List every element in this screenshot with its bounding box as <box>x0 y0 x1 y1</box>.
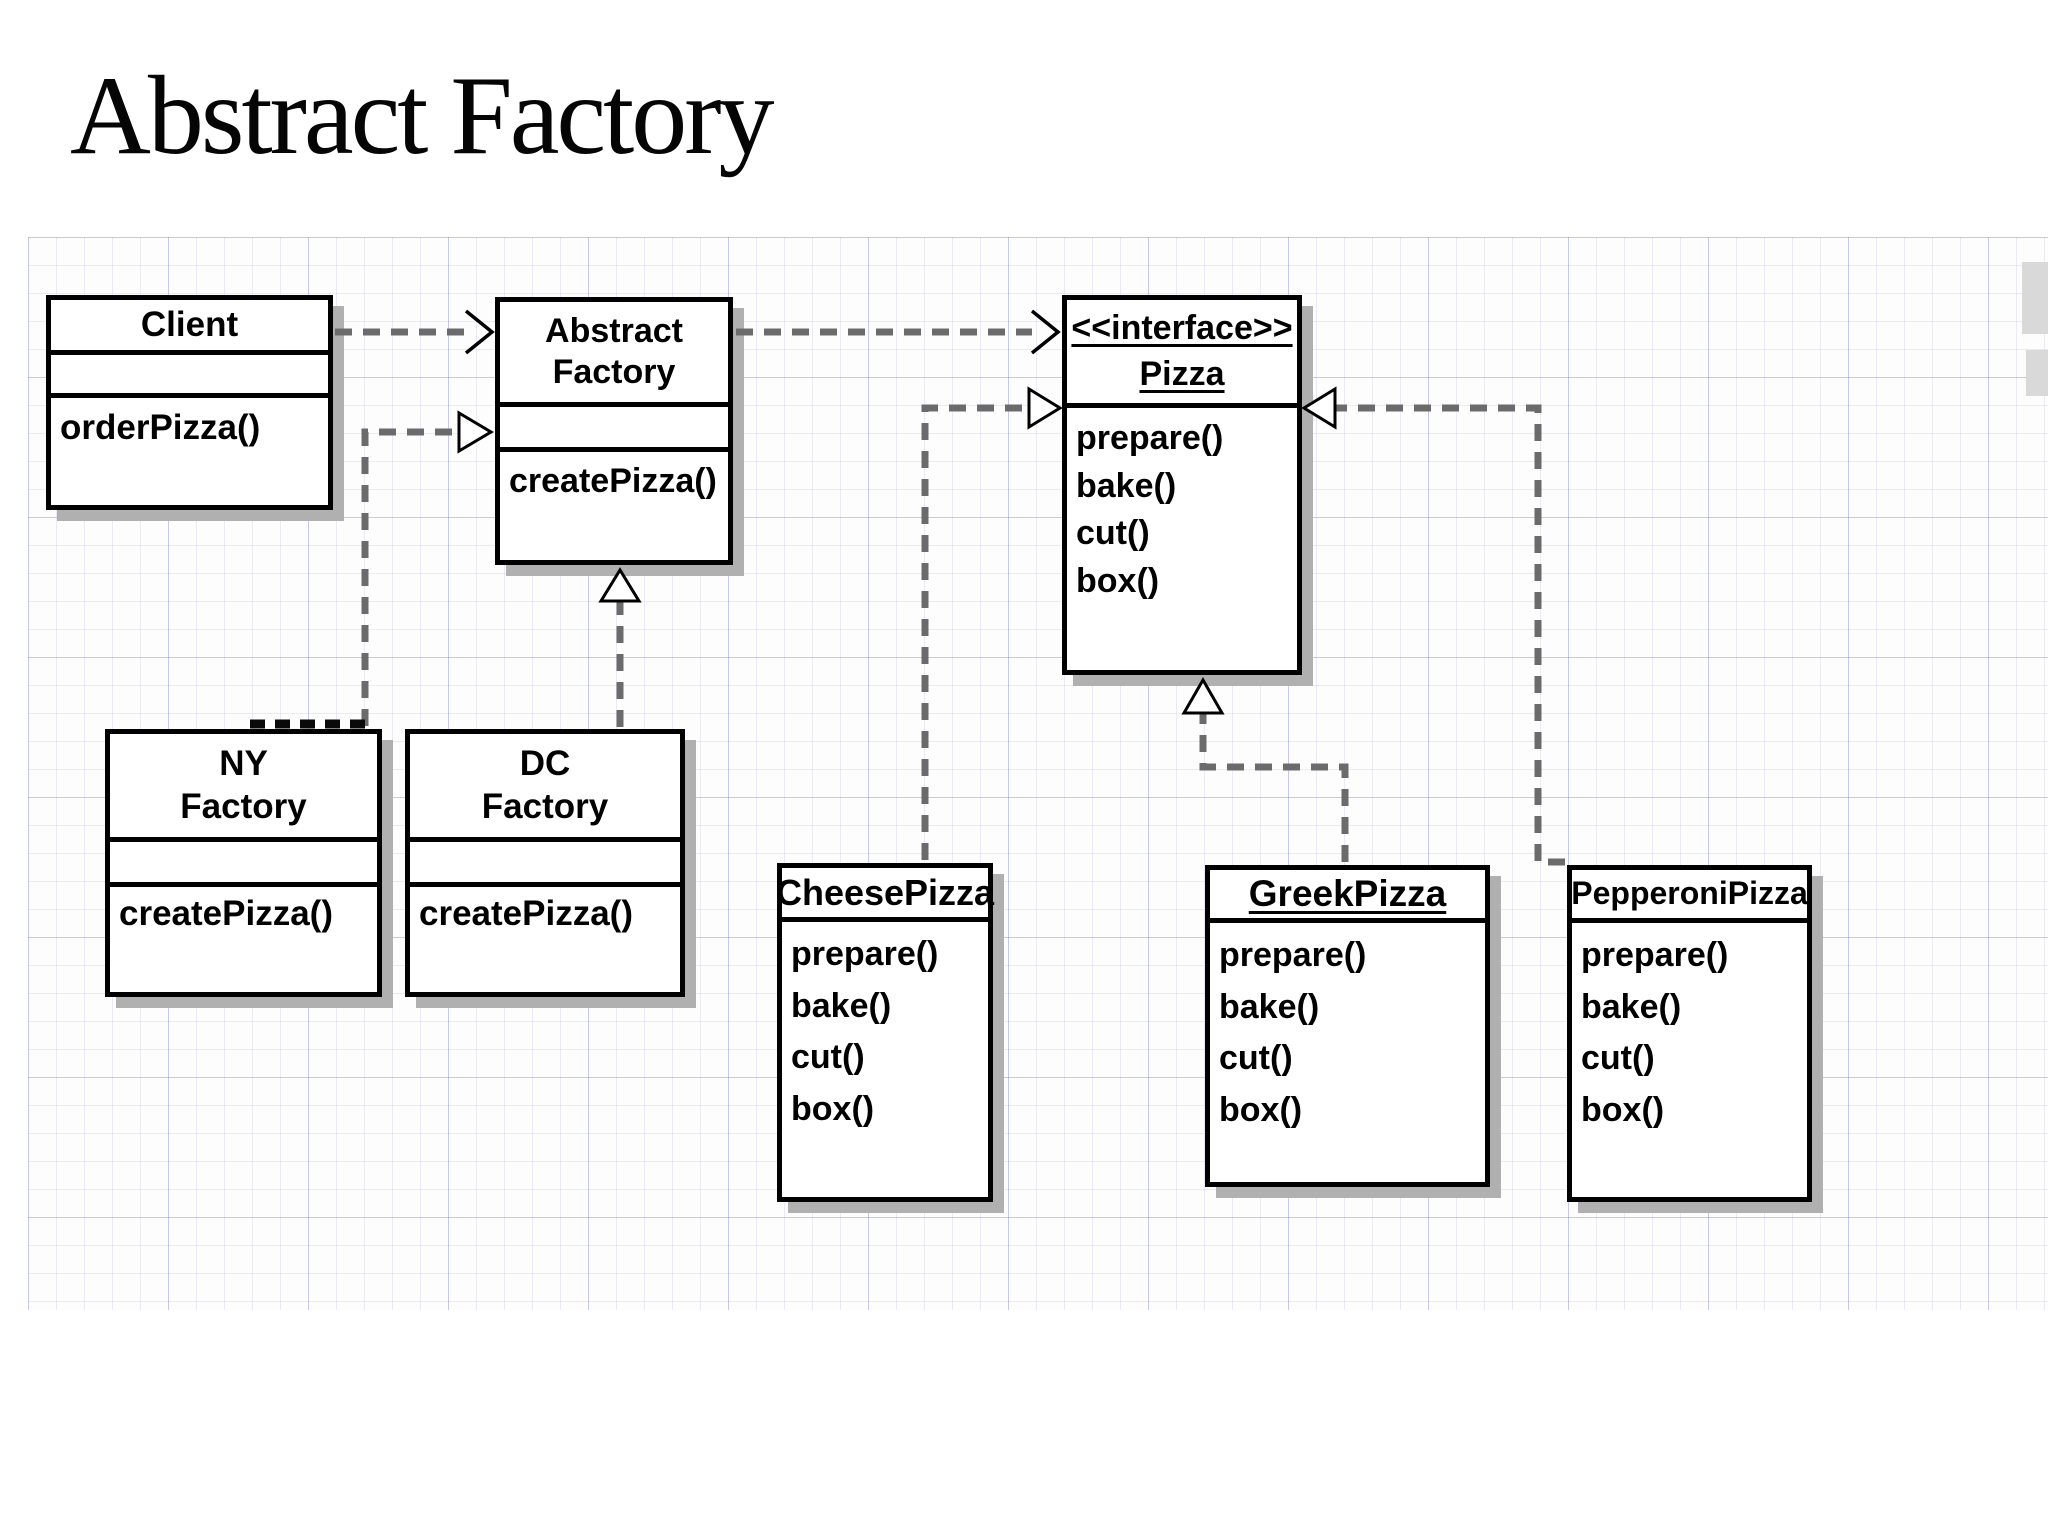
class-name-line: Factory <box>481 786 609 826</box>
methods-compartment: prepare() bake() cut() box() <box>1210 923 1485 1144</box>
method-label: box() <box>1076 561 1160 600</box>
class-box-pepperoni-pizza: PepperoniPizza prepare() bake() cut() bo… <box>1567 865 1812 1202</box>
class-title-ny-factory: NY Factory <box>110 734 377 842</box>
attributes-compartment <box>410 842 680 887</box>
method-label: box() <box>1219 1091 1303 1130</box>
method-label: prepare() <box>1076 419 1224 457</box>
methods-compartment: createPizza() <box>410 887 680 941</box>
class-name: PepperoniPizza <box>1571 875 1808 912</box>
method-label: prepare() <box>1219 936 1367 974</box>
method-label: prepare() <box>791 935 939 973</box>
method-label: createPizza() <box>509 462 717 500</box>
method-label: bake() <box>1219 987 1320 1026</box>
methods-compartment: prepare() bake() cut() box() <box>1067 408 1297 612</box>
methods-compartment: prepare() bake() cut() box() <box>782 922 988 1143</box>
class-name: Client <box>140 304 239 344</box>
class-box-pizza-interface: <<interface>> Pizza prepare() bake() cut… <box>1062 295 1302 675</box>
class-title-greek-pizza: GreekPizza <box>1210 870 1485 923</box>
class-title-pepperoni-pizza: PepperoniPizza <box>1571 870 1808 923</box>
class-box-dc-factory: DC Factory createPizza() <box>405 729 685 997</box>
method-label: box() <box>1581 1091 1665 1130</box>
method-label: box() <box>791 1090 875 1129</box>
method-label: prepare() <box>1581 936 1729 974</box>
methods-compartment: orderPizza() <box>51 398 328 458</box>
methods-compartment: prepare() bake() cut() box() <box>1572 923 1807 1144</box>
class-box-cheese-pizza: CheesePizza prepare() bake() cut() box() <box>776 863 994 1202</box>
slide-title: Abstract Factory <box>70 54 775 178</box>
method-label: bake() <box>791 986 892 1025</box>
method-label: cut() <box>1581 1039 1655 1078</box>
method-label: bake() <box>1581 987 1682 1026</box>
attributes-compartment <box>110 842 377 887</box>
attributes-compartment <box>51 355 328 398</box>
class-name: Pizza <box>1139 354 1225 393</box>
stereotype-label: <<interface>> <box>1071 308 1293 347</box>
class-box-ny-factory: NY Factory createPizza() <box>105 729 382 997</box>
right-edge-artifact <box>2022 262 2048 334</box>
class-name-line: DC <box>519 743 571 783</box>
class-name-line: Factory <box>180 786 307 826</box>
class-name: CheesePizza <box>775 871 995 913</box>
class-name: GreekPizza <box>1248 873 1447 915</box>
method-label: orderPizza() <box>60 408 261 447</box>
method-label: cut() <box>1076 514 1150 553</box>
method-label: bake() <box>1076 466 1177 505</box>
class-name-line: Factory <box>552 353 676 391</box>
class-title-cheese-pizza: CheesePizza <box>776 868 994 922</box>
attributes-compartment <box>500 407 728 452</box>
class-title-abstract-factory: Abstract Factory <box>500 302 728 407</box>
method-label: createPizza() <box>119 894 333 933</box>
class-box-client: Client orderPizza() <box>46 295 333 510</box>
class-title-pizza: <<interface>> Pizza <box>1067 300 1297 408</box>
class-box-abstract-factory: Abstract Factory createPizza() <box>495 297 733 565</box>
methods-compartment: createPizza() <box>500 452 728 510</box>
right-edge-artifact <box>2026 350 2048 396</box>
class-title-client: Client <box>51 300 328 355</box>
class-box-greek-pizza: GreekPizza prepare() bake() cut() box() <box>1205 865 1490 1187</box>
class-title-dc-factory: DC Factory <box>410 734 680 842</box>
class-name-line: NY <box>219 743 268 783</box>
method-label: cut() <box>1219 1039 1293 1078</box>
class-name-line: Abstract <box>545 311 683 350</box>
methods-compartment: createPizza() <box>110 887 377 941</box>
method-label: createPizza() <box>419 894 633 933</box>
method-label: cut() <box>791 1038 865 1077</box>
